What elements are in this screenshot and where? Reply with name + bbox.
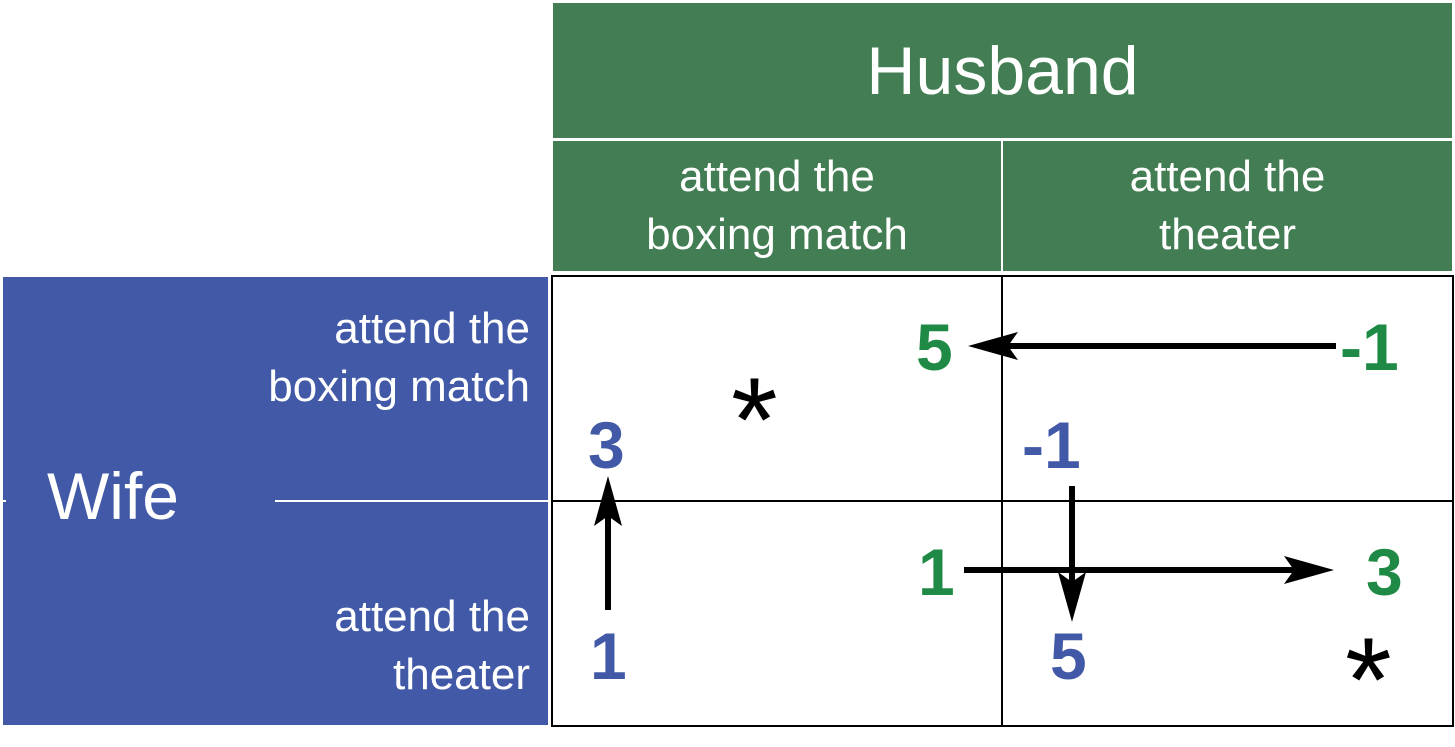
column-label-theater-line2: theater [1159,210,1296,259]
row-label-theater-line2: theater [393,650,530,699]
equilibrium-star-r2c2: * [1345,613,1392,747]
payoff-husband-r2c2: 3 [1366,535,1403,609]
wife-title: Wife [47,459,179,533]
column-label-theater-line1: attend the [1129,152,1326,201]
arrow-husband-bottom-row [964,556,1334,584]
row-label-boxing-line1: attend the [334,304,530,353]
husband-header: Husband [553,3,1452,138]
column-label-boxing-line2: boxing match [646,210,908,259]
equilibrium-star-r1c1: * [731,353,778,487]
arrow-wife-left-column [594,476,622,610]
row-label-boxing: attend the boxing match [268,300,530,416]
arrow-husband-top-row [968,332,1336,360]
husband-title: Husband [866,32,1139,109]
arrow-wife-right-column [1058,486,1086,622]
payoff-husband-r1c2: -1 [1340,310,1399,384]
best-response-arrows [594,332,1336,622]
payoff-husband-r2c1: 1 [918,535,955,609]
grid-horizontal-divider [551,500,1454,502]
column-label-boxing-line1: attend the [679,152,875,201]
payoff-wife-r2c1: 1 [590,619,627,693]
row-label-theater: attend the theater [334,588,530,704]
payoff-wife-r2c2: 5 [1050,619,1087,693]
row-label-boxing-line2: boxing match [268,362,530,411]
column-header-boxing: attend the boxing match [553,141,1001,271]
wife-row-divider [275,500,548,502]
column-header-theater: attend the theater [1003,141,1452,271]
payoff-wife-r1c2: -1 [1022,408,1081,482]
payoff-wife-r1c1: 3 [588,408,625,482]
payoff-husband-r1c1: 5 [916,310,953,384]
row-label-theater-line1: attend the [334,592,530,641]
wife-divider-tick [0,500,6,502]
